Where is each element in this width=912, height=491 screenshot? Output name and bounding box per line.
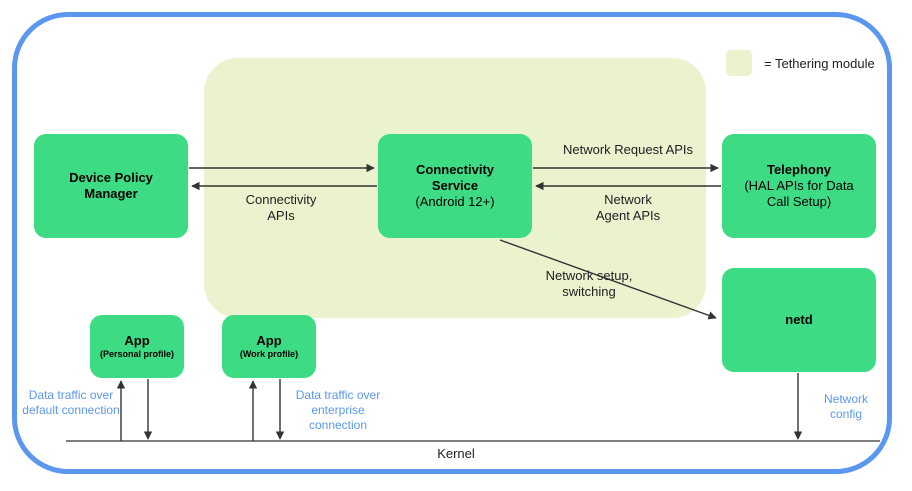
node-netd[interactable]: netd (722, 268, 876, 372)
label-network-config: Network config (823, 392, 868, 421)
kernel-label: Kernel (437, 446, 475, 461)
node-title: App (124, 332, 150, 348)
node-title-line2: Manager (84, 186, 138, 201)
node-title-line2: Service (431, 177, 479, 193)
legend-label: = Tethering module (764, 55, 875, 71)
node-subtitle: (HAL APIs for Data (744, 177, 854, 193)
node-app-personal-profile[interactable]: App (Personal profile) (90, 315, 184, 378)
node-app-work-profile[interactable]: App (Work profile) (222, 315, 316, 378)
edge-label-network-setup-switching: Network setup, switching (545, 268, 633, 300)
diagram-outer-frame (12, 12, 892, 474)
node-subtitle: (Personal profile) (99, 349, 174, 359)
node-title: netd (785, 311, 813, 327)
edge-label-network-agent-apis: Network Agent APIs (595, 192, 661, 224)
node-subtitle: (Android 12+) (415, 194, 495, 210)
node-title: Device Policy (69, 169, 153, 185)
node-title: Telephony (766, 161, 832, 177)
node-subtitle: (Work profile) (239, 349, 299, 359)
label-data-traffic-default: Data traffic over default connection (22, 388, 120, 417)
node-title: App (256, 332, 282, 348)
node-title: Connectivity (415, 161, 494, 177)
node-subtitle-line2: Call Setup) (766, 194, 832, 210)
legend: = Tethering module (726, 50, 875, 76)
label-data-traffic-enterprise: Data traffic over enterprise connection (295, 388, 381, 432)
node-telephony[interactable]: Telephony (HAL APIs for Data Call Setup) (722, 134, 876, 238)
tethering-module-swatch-icon (726, 50, 752, 76)
edge-label-network-request-apis: Network Request APIs (562, 142, 694, 157)
node-connectivity-service[interactable]: Connectivity Service (Android 12+) (378, 134, 532, 238)
node-device-policy-manager[interactable]: Device Policy Manager (34, 134, 188, 238)
edge-label-connectivity-apis: Connectivity APIs (245, 192, 317, 224)
